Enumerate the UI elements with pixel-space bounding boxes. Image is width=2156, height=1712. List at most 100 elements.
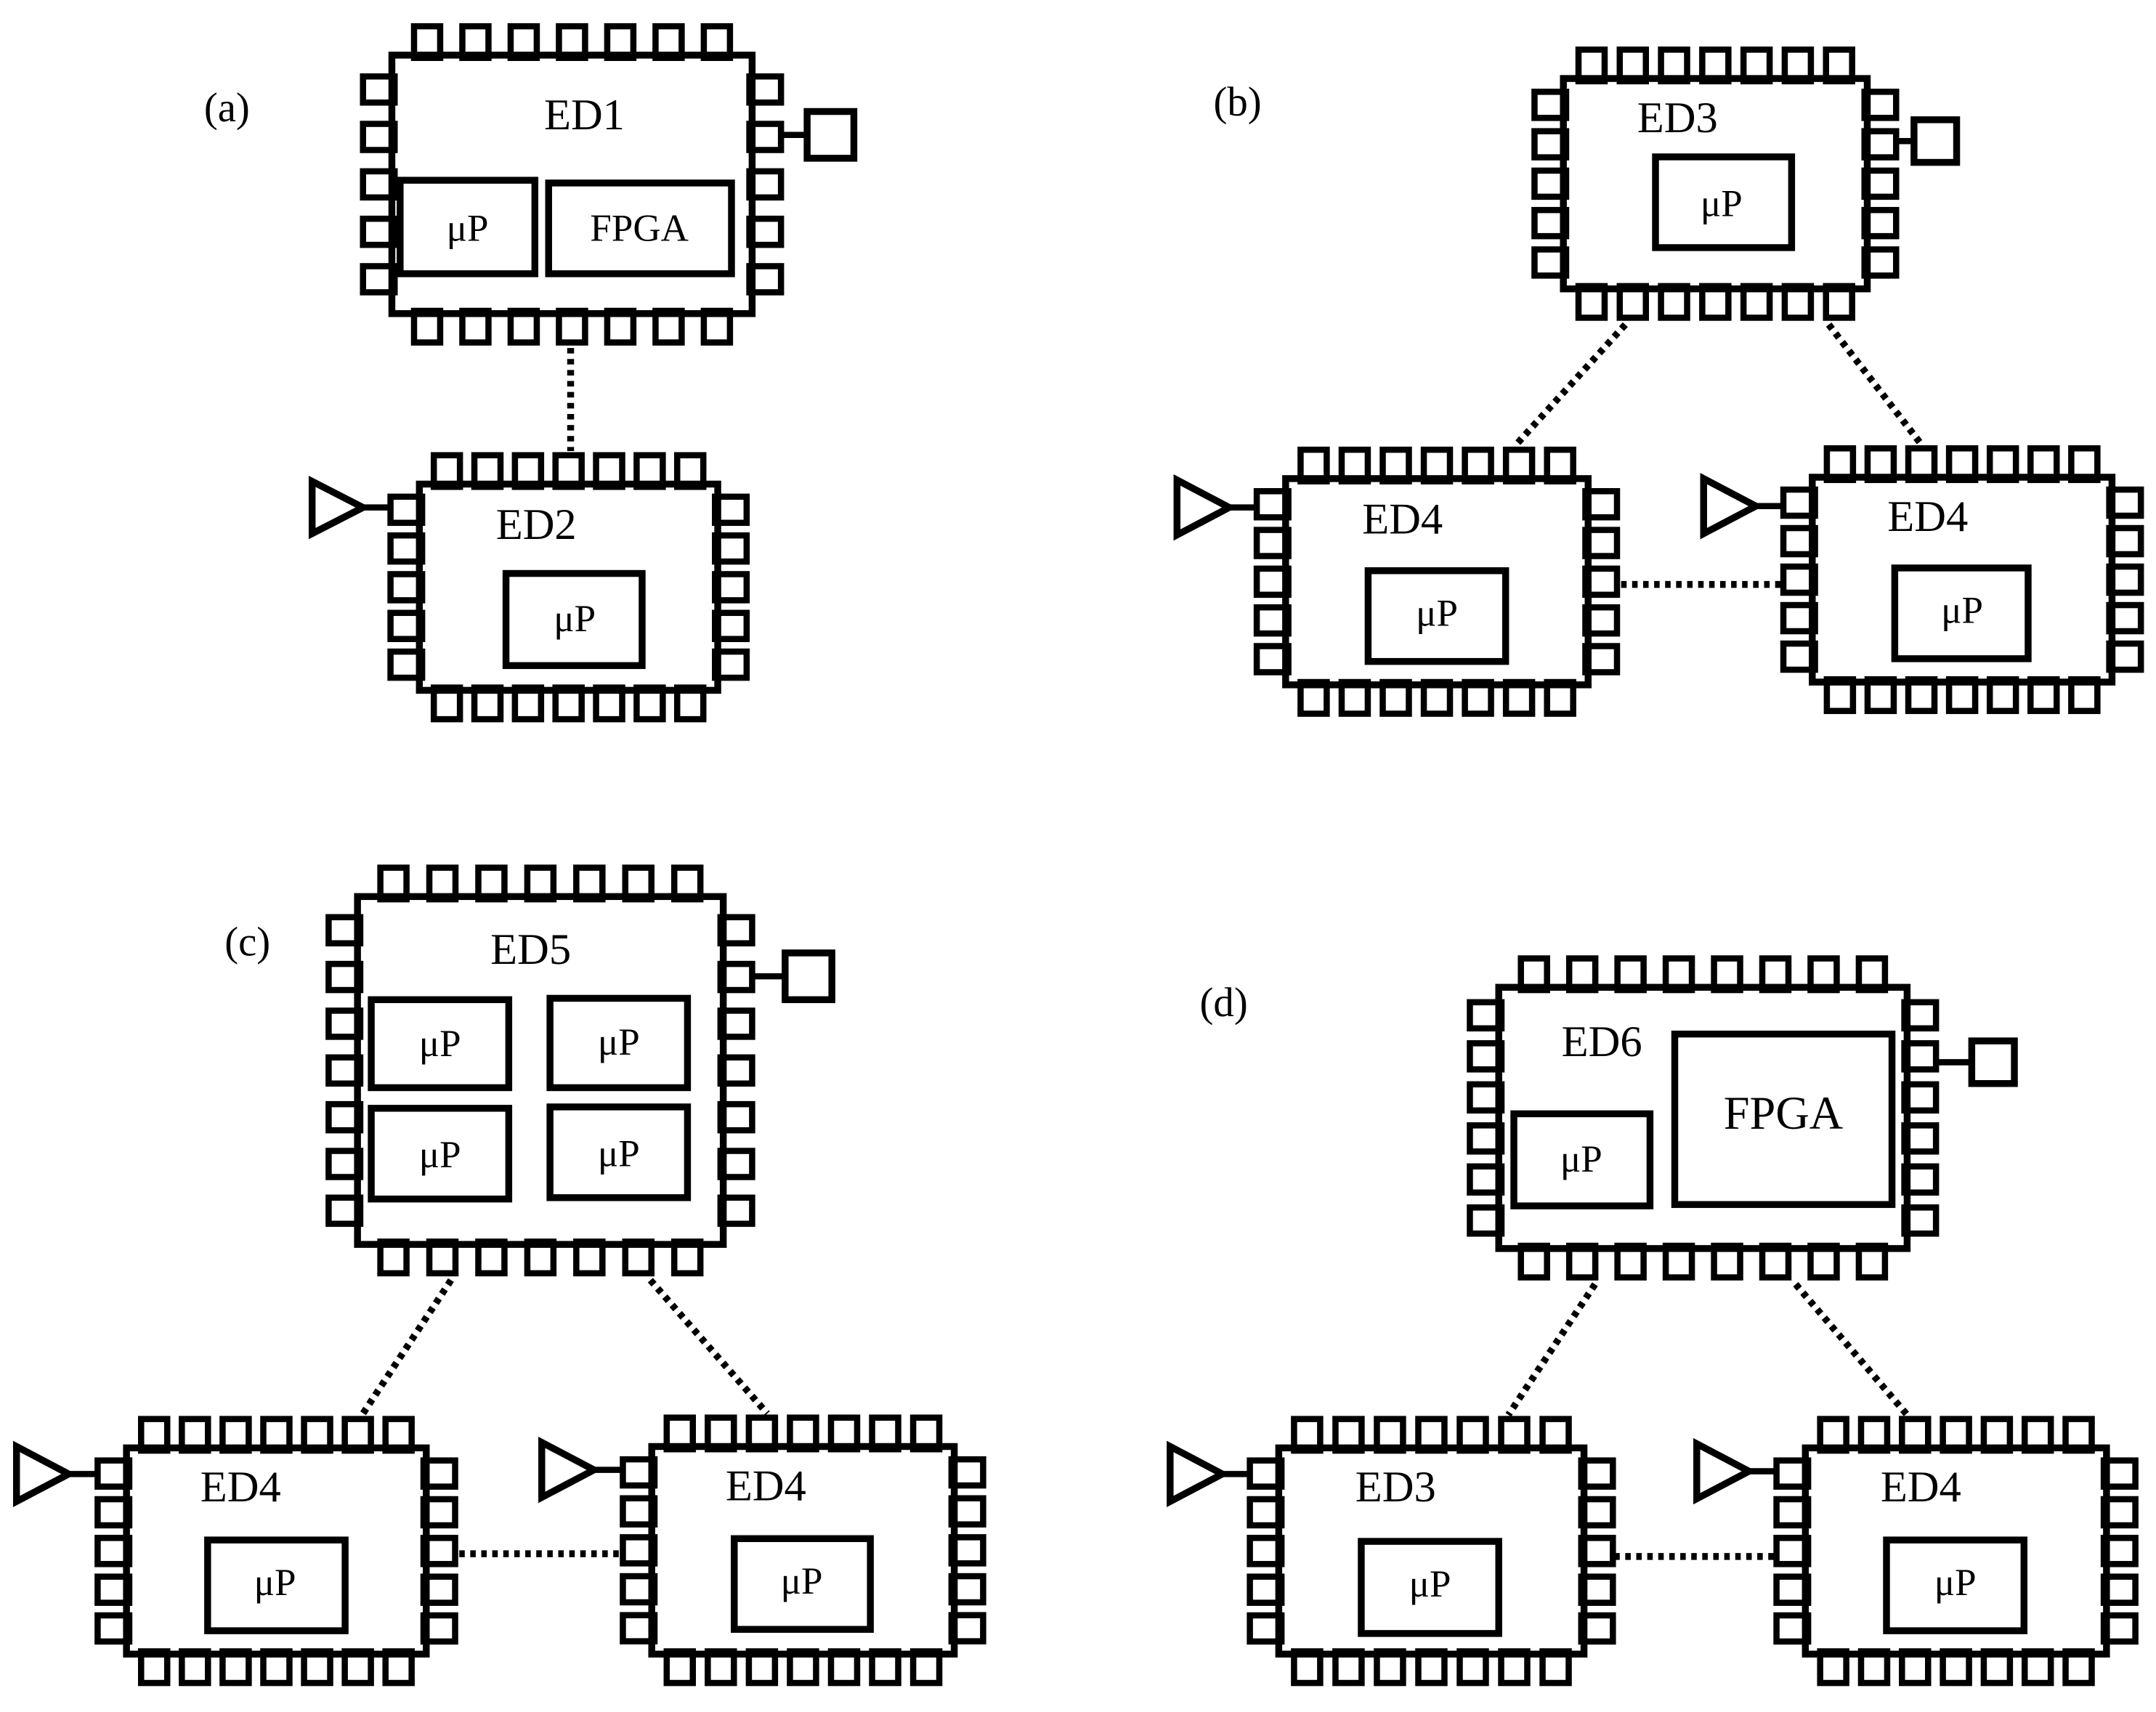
ed4-left-mp-label-c: μP [254,1562,296,1604]
chip-ed4-d-pin-top-6 [2062,1416,2095,1454]
link-ed6-ed4-d [1793,1282,1910,1418]
chip-ed2-pin-bottom-2 [511,684,545,723]
ed6-fpga-label: FPGA [1724,1087,1844,1139]
chip-ed4-left-b-pin-top-2 [1379,446,1412,484]
chip-ed2-pin-right-2 [712,571,750,604]
chip-ed4-left-c-pin-top-6 [382,1416,415,1454]
ed1-title: ED1 [544,91,625,139]
chip-ed3-d-pin-top-2 [1374,1416,1406,1454]
chip-ed4-right-c-pin-bottom-3 [787,1648,819,1687]
chip-ed4-left-c-pin-bottom-4 [301,1648,333,1687]
chip-ed2-pin-bottom-5 [633,684,666,723]
chip-ed4-left-b-pin-bottom-5 [1502,678,1536,717]
chip-ed1-pin-top-0 [410,23,444,61]
chip-ed3-d-pin-bottom-3 [1415,1648,1448,1687]
chip-ed3-d-pin-left-1 [1247,1496,1285,1529]
chip-ed1-pin-right-3 [746,215,785,248]
chip-ed2-pin-bottom-4 [593,684,625,723]
chip-ed3-b-pin-bottom-5 [1781,283,1815,321]
chip-ed2-pin-right-1 [712,532,750,565]
chip-ed5-pin-top-3 [524,864,557,903]
chip-ed4-left-b-pin-right-4 [1582,643,1621,676]
chip-ed6-pin-bottom-5 [1759,1242,1792,1281]
chip-ed4-right-b-pin-top-1 [1864,445,1897,484]
chip-ed6-pin-top-5 [1759,955,1792,994]
chip-ed4-right-b-pin-top-6 [2068,445,2101,484]
chip-ed5-pin-right-3 [717,1054,755,1087]
chip-ed5-pin-bottom-5 [622,1238,654,1277]
chip-ed6-pin-right-1 [1901,1040,1940,1073]
chip-ed3-d-pin-right-4 [1578,1612,1616,1645]
chip-ed2-pin-right-4 [712,648,750,681]
chip-ed4-left-c-pin-left-1 [94,1496,133,1529]
chip-ed3-d-pin-top-5 [1498,1416,1531,1454]
chip-ed4-left-b-pin-top-1 [1338,446,1371,484]
chip-ed5-pin-right-6 [717,1194,755,1228]
chip-ed1-pin-left-3 [360,215,398,248]
chip-ed4-right-c-pin-top-5 [869,1414,901,1453]
chip-ed4-left-b-pin-right-3 [1582,604,1621,637]
chip-ed4-right-b-pin-left-2 [1780,563,1818,596]
chip-ed3-d-pin-left-4 [1247,1612,1285,1645]
chip-ed4-left-c-pin-right-0 [420,1457,458,1490]
chip-ed4-left-b-pin-top-4 [1462,446,1494,484]
ed4-right-mp-label-c: μP [781,1560,823,1602]
chip-ed6-pin-right-3 [1901,1122,1940,1155]
chip-ed4-left-c-pin-bottom-1 [179,1648,211,1687]
chip-ed3-b-pin-bottom-4 [1740,283,1773,321]
chip-ed5-inner-box-1 [546,994,692,1092]
chip-ed4-right-b-pin-left-3 [1780,601,1818,635]
chip-ed1-inner-box-1 [545,179,735,277]
chip-ed5-pin-left-4 [325,1100,364,1134]
chip-ed1-pin-top-3 [556,23,588,61]
chip-ed5-pin-left-0 [325,914,364,946]
chip-ed4-right-b-pin-bottom-6 [2068,676,2101,715]
chip-ed6-pin-top-3 [1662,955,1695,994]
ed4-left-title-c: ED4 [200,1463,281,1512]
ed5-mp-label-3: μP [419,1134,461,1176]
chip-ed3-b-pin-bottom-2 [1658,283,1690,321]
chip-ed5-pin-left-5 [325,1148,364,1180]
chip-ed4-right-c-pin-bottom-2 [745,1648,779,1687]
chip-ed4-right-c-pin-left-3 [620,1573,658,1606]
chip-ed6-pin-bottom-0 [1517,1242,1550,1281]
chip-ed4-right-c-pin-top-2 [745,1414,779,1453]
chip-ed2-pin-right-3 [712,609,750,643]
triangle-port-icon [308,475,371,540]
chip-ed4-d-pin-bottom-2 [1899,1648,1932,1687]
chip-ed4-left-c-pin-bottom-3 [260,1648,293,1687]
chip-ed5 [325,864,835,1277]
chip-ed4-d-pin-top-5 [2021,1416,2054,1454]
chip-ed4-left-b-pin-top-6 [1544,446,1576,484]
ed4-mp-label-d: μP [1934,1562,1977,1604]
chip-ed6-pin-right-5 [1901,1204,1940,1237]
ed3-title-b: ED3 [1637,94,1718,142]
chip-ed4-d-pin-left-2 [1773,1535,1812,1567]
chip-ed5-pin-left-1 [325,960,364,994]
square-port-icon [1910,116,1961,166]
chip-ed1-pin-top-1 [459,23,492,61]
chip-ed3-b-pin-left-2 [1531,167,1570,200]
chip-ed4-right-b-pin-left-4 [1780,640,1818,673]
ed3-mp-label-d: μP [1409,1563,1451,1605]
chip-ed5-pin-bottom-3 [524,1238,557,1277]
chip-ed3-b-pin-right-2 [1861,167,1900,200]
chip-ed4-d [1693,1416,2139,1687]
chip-ed1-pin-right-4 [746,263,785,296]
chip-ed4-d-pin-left-1 [1773,1496,1812,1529]
chip-ed5-pin-top-4 [573,864,606,903]
chip-ed4-right-c-pin-bottom-0 [663,1648,697,1687]
chip-ed4-left-c-pin-left-2 [94,1535,133,1567]
chip-ed1-pin-top-6 [700,23,734,61]
chip-ed3-d-pin-bottom-1 [1332,1648,1365,1687]
square-port-icon [782,949,835,1004]
chip-ed3-b-pin-bottom-6 [1823,283,1855,321]
chip-ed4-right-c-pin-top-3 [787,1414,819,1453]
chip-ed4-right-c-pin-right-1 [948,1495,986,1528]
chip-ed4-left-b-pin-right-1 [1582,527,1621,559]
panel-label-b: (b) [1213,79,1261,125]
ed4-right-title-c: ED4 [726,1461,806,1510]
chip-ed4-left-c-pin-bottom-5 [341,1648,374,1687]
chip-ed4-left-c-pin-top-0 [137,1416,171,1454]
